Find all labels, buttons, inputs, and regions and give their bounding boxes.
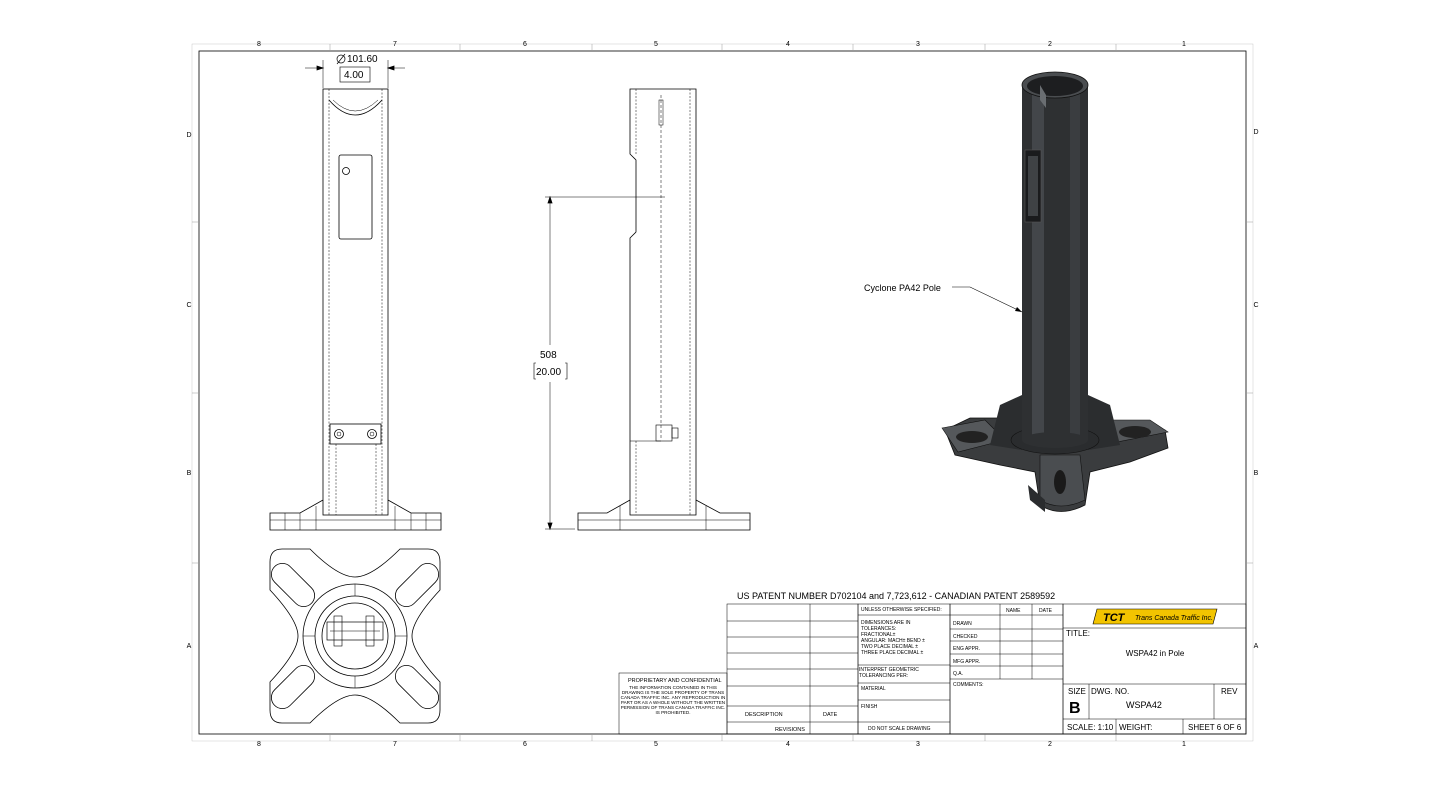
pole-callout: Cyclone PA42 Pole [864, 283, 1023, 313]
col-label-top: 5 [654, 41, 658, 48]
sheet-frame: 8 7 6 5 4 3 2 1 8 7 6 5 4 3 2 1 D C B A … [186, 41, 1258, 748]
approval-row: CHECKED [953, 634, 978, 640]
tolerance-line: ANGULAR: MACH± BEND ± [861, 638, 925, 644]
proprietary-heading: PROPRIETARY AND CONFIDENTIAL [628, 678, 722, 684]
row-label-left: D [186, 132, 191, 139]
row-label-right: D [1253, 129, 1258, 136]
logo-company-name: Trans Canada Traffic Inc. [1135, 615, 1213, 622]
approval-row: ENG APPR. [953, 646, 980, 652]
tolerance-line: DIMENSIONS ARE IN [861, 620, 911, 626]
drawing-title: WSPA42 in Pole [1126, 649, 1185, 658]
col-label-top: 3 [916, 41, 920, 48]
row-label-right: B [1254, 470, 1259, 477]
tolerance-line: FRACTIONAL± [861, 632, 896, 638]
row-label-right: A [1254, 643, 1259, 650]
col-label-bottom: 7 [393, 741, 397, 748]
front-view: 101.60 4.00 [269, 53, 442, 531]
revisions-date-label: DATE [823, 712, 838, 718]
approval-row: DRAWN [953, 621, 972, 627]
scale-text: SCALE: 1:10 [1067, 723, 1114, 732]
col-label-top: 6 [523, 41, 527, 48]
logo-mark: TCT [1103, 612, 1126, 624]
revision-table: DESCRIPTION DATE REVISIONS [726, 603, 859, 735]
side-view: 508 20.00 [533, 88, 751, 531]
col-label-bottom: 8 [257, 741, 261, 748]
isometric-view [941, 71, 1169, 512]
approvals-date-col: DATE [1039, 608, 1053, 614]
col-label-bottom: 5 [654, 741, 658, 748]
size-label: SIZE [1068, 687, 1086, 696]
size-value: B [1069, 700, 1081, 717]
diameter-mm: 101.60 [347, 54, 378, 65]
sheet-number: SHEET 6 OF 6 [1188, 723, 1242, 732]
title-label: TITLE: [1066, 629, 1090, 638]
tolerance-header: UNLESS OTHERWISE SPECIFIED: [861, 607, 942, 613]
callout-label: Cyclone PA42 Pole [864, 283, 941, 293]
company-logo: TCT Trans Canada Traffic Inc. [1092, 608, 1218, 625]
col-label-top: 2 [1048, 41, 1052, 48]
col-label-top: 8 [257, 41, 261, 48]
bottom-view [269, 548, 441, 724]
col-label-top: 4 [786, 41, 790, 48]
weight-text: WEIGHT: [1119, 723, 1152, 732]
title-block: TCT Trans Canada Traffic Inc. TITLE: WSP… [1062, 603, 1247, 735]
dwg-no-value: WSPA42 [1126, 700, 1162, 710]
row-label-left: A [187, 643, 192, 650]
approvals-block: NAME DATE DRAWN CHECKED ENG APPR. MFG AP… [949, 603, 1064, 735]
tolerance-material: MATERIAL [861, 686, 886, 692]
approval-row: COMMENTS: [953, 682, 984, 688]
col-label-bottom: 4 [786, 741, 790, 748]
tolerance-line: TOLERANCES: [861, 626, 896, 632]
col-label-bottom: 2 [1048, 741, 1052, 748]
height-mm: 508 [540, 350, 557, 361]
row-label-right: C [1253, 302, 1258, 309]
diameter-in: 4.00 [344, 70, 364, 81]
dwg-no-label: DWG. NO. [1091, 687, 1129, 696]
row-label-left: C [186, 302, 191, 309]
tolerance-line: THREE PLACE DECIMAL ± [861, 650, 924, 656]
col-label-bottom: 3 [916, 741, 920, 748]
tolerance-line: TWO PLACE DECIMAL ± [861, 644, 918, 650]
col-label-top: 1 [1182, 41, 1186, 48]
col-label-bottom: 6 [523, 741, 527, 748]
proprietary-body: THE INFORMATION CONTAINED IN THIS DRAWIN… [620, 685, 726, 715]
col-label-bottom: 1 [1182, 741, 1186, 748]
row-label-left: B [187, 470, 192, 477]
patent-note: US PATENT NUMBER D702104 and 7,723,612 -… [737, 591, 1055, 601]
col-label-top: 7 [393, 41, 397, 48]
rev-label: REV [1221, 687, 1238, 696]
tolerance-finish: FINISH [861, 704, 878, 710]
revisions-label: REVISIONS [775, 727, 805, 733]
approval-row: Q.A. [953, 671, 963, 677]
approvals-name-col: NAME [1006, 608, 1021, 614]
tolerance-interpret: INTERPRET GEOMETRIC TOLERANCING PER: [859, 667, 919, 679]
approval-row: MFG APPR. [953, 659, 980, 665]
tolerance-do-not-scale: DO NOT SCALE DRAWING [868, 726, 931, 732]
proprietary-block: PROPRIETARY AND CONFIDENTIAL THE INFORMA… [618, 672, 728, 735]
height-in: 20.00 [536, 367, 561, 378]
tolerance-block: UNLESS OTHERWISE SPECIFIED: DIMENSIONS A… [857, 603, 951, 735]
revisions-description-label: DESCRIPTION [745, 712, 783, 718]
